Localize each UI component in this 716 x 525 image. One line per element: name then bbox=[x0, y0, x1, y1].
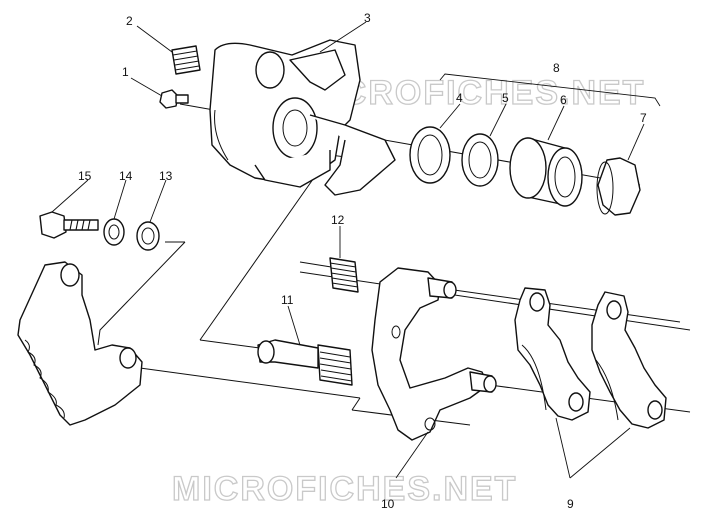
callout-10: 10 bbox=[381, 497, 395, 511]
part-11-slide-pin bbox=[257, 339, 353, 386]
mounting-bracket bbox=[17, 261, 143, 426]
callout-bracket-8 bbox=[439, 73, 661, 107]
callout-15: 15 bbox=[78, 169, 92, 183]
part-3-caliper-body bbox=[209, 39, 396, 196]
part-14-lock-washer bbox=[103, 218, 125, 246]
callout-8: 8 bbox=[553, 61, 560, 75]
callout-6: 6 bbox=[560, 93, 567, 107]
callout-labels: 1 2 3 4 5 6 7 8 9 10 11 12 13 14 15 bbox=[78, 11, 647, 511]
part-15-bolt bbox=[39, 211, 99, 239]
leader-lines bbox=[51, 21, 645, 479]
part-1-bleed-screw bbox=[159, 89, 189, 109]
part-9-brake-pads bbox=[514, 287, 667, 429]
callout-12: 12 bbox=[331, 213, 345, 227]
callout-13: 13 bbox=[159, 169, 173, 183]
part-13-flat-washer bbox=[136, 221, 160, 251]
callout-11: 11 bbox=[281, 293, 294, 307]
callout-14: 14 bbox=[119, 169, 133, 183]
part-7-piston-cap bbox=[596, 157, 641, 216]
part-5-dust-seal bbox=[461, 133, 499, 187]
callout-1: 1 bbox=[122, 65, 129, 79]
part-2-bleeder-plug bbox=[171, 45, 201, 75]
part-4-piston-seal bbox=[409, 126, 451, 184]
part-12-spring bbox=[329, 257, 359, 293]
part-10-carrier-bracket bbox=[371, 267, 497, 441]
callout-4: 4 bbox=[456, 91, 463, 105]
callout-5: 5 bbox=[502, 91, 509, 105]
watermark-bottom: MICROFICHES.NET bbox=[172, 470, 517, 508]
part-6-piston bbox=[509, 137, 583, 207]
callout-7: 7 bbox=[640, 111, 647, 125]
callout-3: 3 bbox=[364, 11, 371, 25]
callout-9: 9 bbox=[567, 497, 574, 511]
callout-2: 2 bbox=[126, 14, 133, 28]
